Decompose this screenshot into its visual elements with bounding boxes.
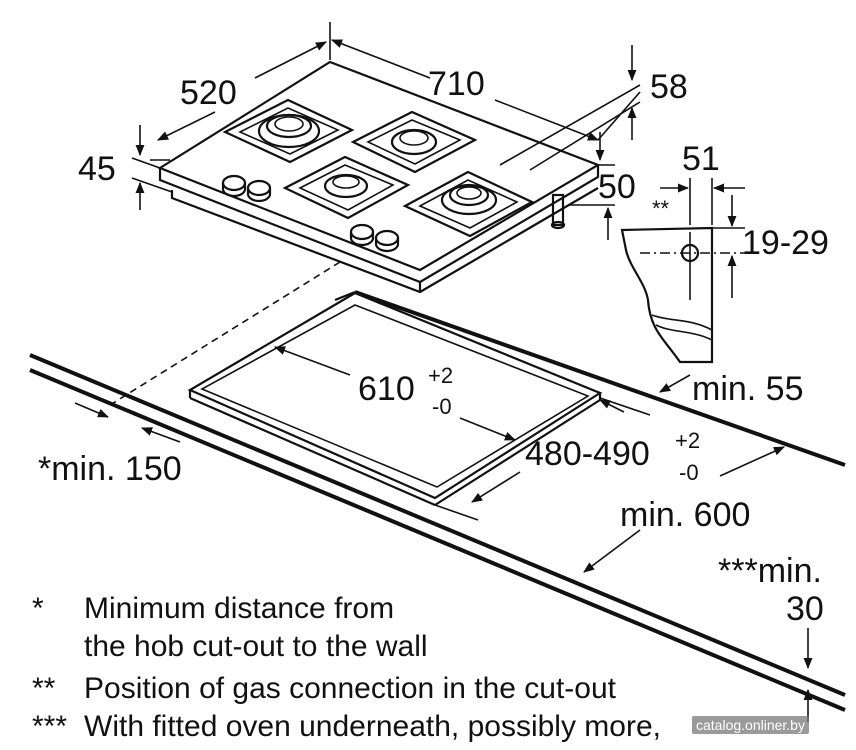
dim-glass-label: 50 xyxy=(598,168,636,206)
legend-text-continued: the hob cut-out to the wall xyxy=(84,630,428,663)
dim-cutout-width-label: 610 xyxy=(358,370,415,408)
dim-min-wall-lines xyxy=(74,402,181,443)
legend-mark: *** xyxy=(32,710,68,743)
legend-mark: ** xyxy=(32,672,56,705)
dim-width-lines xyxy=(329,22,641,141)
dim-gas-marker-label: ** xyxy=(652,196,670,221)
gas-connection-detail xyxy=(620,178,745,364)
dim-min-rear-label: min. 55 xyxy=(692,370,804,408)
dim-gas-height-label: 19-29 xyxy=(742,224,829,262)
dim-thickness-label: 45 xyxy=(78,150,116,188)
dim-height-lines xyxy=(499,45,641,171)
dim-cutout-width-tol-minus: -0 xyxy=(432,394,452,419)
legend-text: Minimum distance from xyxy=(84,592,395,625)
dim-min-depth-label: min. 600 xyxy=(620,496,750,534)
watermark: catalog.onliner.by xyxy=(692,716,809,734)
hob-projection-dashed xyxy=(109,261,341,406)
burner-front-right xyxy=(402,170,535,238)
legend-item-2: ** Position of gas connection in the cut-… xyxy=(32,670,616,708)
dim-cutout-depth-lines xyxy=(434,397,651,521)
worktop-cutout xyxy=(187,291,603,507)
legend-text: With fitted oven underneath, possibly mo… xyxy=(84,710,661,743)
control-knobs-left xyxy=(221,174,272,203)
legend-text: Position of gas connection in the cut-ou… xyxy=(84,672,617,705)
dim-height-label: 58 xyxy=(650,68,688,106)
burner-rear-right xyxy=(350,110,478,174)
dim-min-oven-value: 30 xyxy=(786,590,824,628)
legend-item-3: *** With fitted oven underneath, possibly… xyxy=(32,708,661,746)
worktop xyxy=(29,290,846,712)
dim-thickness-lines xyxy=(131,125,173,210)
dim-min-oven-label: ***min. xyxy=(718,552,822,590)
burner-rear-left xyxy=(222,98,355,164)
dim-cutout-depth-tol-plus: +2 xyxy=(675,428,700,453)
dim-depth-label: 520 xyxy=(180,74,237,112)
dim-cutout-width-arrow-left xyxy=(273,346,351,376)
dim-min-wall-label: *min. 150 xyxy=(38,450,182,488)
legend-item-1: * Minimum distance from the hob cut-out t… xyxy=(32,590,428,666)
dim-glass-lines xyxy=(570,132,615,240)
dim-gas-offset-label: 51 xyxy=(682,140,720,178)
dim-cutout-depth-tol-minus: -0 xyxy=(679,460,699,485)
control-knobs-right xyxy=(349,223,400,253)
burner-front-left xyxy=(282,155,411,220)
dim-width-label: 710 xyxy=(428,65,485,103)
legend-mark: * xyxy=(32,592,44,625)
dim-cutout-width-arrow-right xyxy=(459,417,517,441)
dim-depth-lines xyxy=(150,41,327,161)
dim-cutout-width-tol-plus: +2 xyxy=(428,363,453,388)
dim-min-rear-arrow xyxy=(659,374,691,393)
dim-min-depth-lines xyxy=(583,446,786,573)
hob xyxy=(157,60,601,294)
dim-cutout-depth-label: 480-490 xyxy=(525,435,650,473)
